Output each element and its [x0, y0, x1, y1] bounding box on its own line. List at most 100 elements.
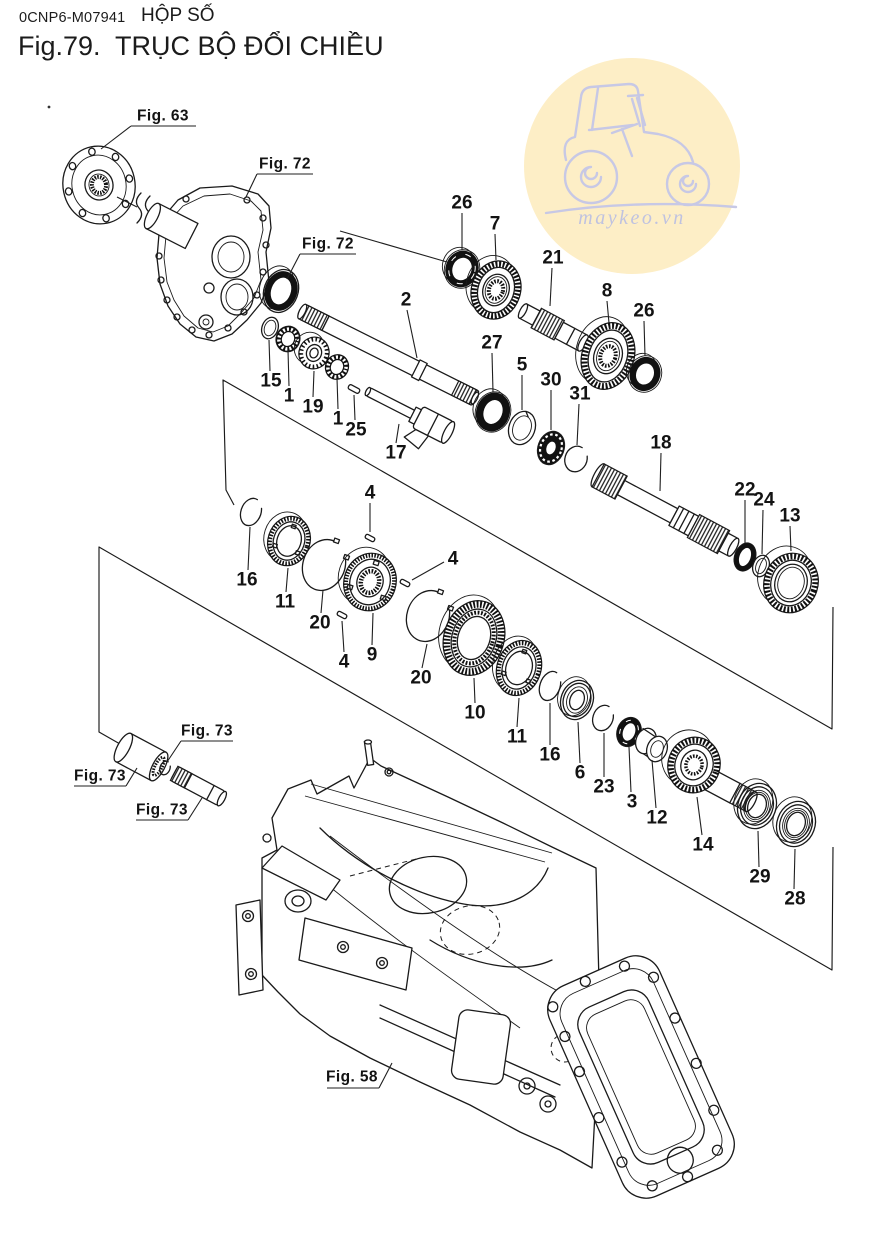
snap-ring-fig73 — [159, 760, 171, 776]
callout-label-19: 19 — [302, 397, 323, 418]
document-code: 0CNP6-M07941 — [19, 10, 126, 26]
callout-label-16: 16 — [236, 570, 257, 591]
callout-label-16: 16 — [539, 745, 560, 766]
pin-4a — [364, 533, 376, 543]
bearing-29 — [733, 778, 778, 830]
fig-ref-leader-5 — [125, 767, 138, 787]
callout-label-29: 29 — [749, 867, 770, 888]
callout-label-11: 11 — [275, 592, 296, 613]
watermark-text: maykeo.vn — [578, 207, 685, 229]
callout-label-9: 9 — [367, 645, 378, 666]
fig-ref-label-5: Fig. 73 — [74, 768, 126, 785]
shaft-18 — [590, 463, 740, 557]
housing-fig58 — [235, 739, 735, 1199]
callout-leader-28 — [793, 848, 796, 890]
snap-ring-23 — [591, 704, 615, 732]
callout-leader-1 — [287, 349, 290, 387]
callout-label-4: 4 — [365, 483, 376, 504]
callout-leader-16 — [247, 526, 251, 571]
callout-leader-26 — [643, 320, 646, 357]
watermark: maykeo.vn — [524, 58, 740, 274]
tractor-icon — [544, 82, 738, 215]
synchro-hub-9 — [337, 546, 397, 612]
callout-label-2: 2 — [401, 290, 412, 311]
clutch-ring-10 — [438, 594, 506, 676]
fig-ref-label-6: Fig. 73 — [136, 802, 188, 819]
fig-ref-leader-1 — [100, 125, 132, 150]
fig-ref-label-2: Fig. 72 — [259, 156, 311, 173]
callout-leader-25 — [353, 394, 356, 421]
shaft-21 — [517, 303, 589, 352]
callout-label-3: 3 — [627, 792, 638, 813]
fig-ref-leader-7 — [378, 1062, 393, 1089]
flange-fig63 — [62, 145, 136, 225]
snap-ring-31 — [564, 445, 588, 473]
bearing-1a — [275, 325, 301, 353]
bearing-26a — [441, 246, 481, 289]
callout-leader-29 — [757, 830, 760, 868]
callout-label-21: 21 — [542, 248, 564, 269]
gear-7 — [465, 255, 522, 320]
callout-label-22: 22 — [734, 480, 755, 501]
pin-25 — [347, 384, 361, 394]
callout-label-1: 1 — [333, 409, 344, 430]
callout-leader-21 — [549, 267, 553, 307]
callout-label-12: 12 — [646, 808, 667, 829]
callout-label-7: 7 — [490, 214, 501, 235]
callout-layer: 2672182622753031182224131511912517161120… — [236, 193, 805, 910]
callout-label-4: 4 — [339, 652, 350, 673]
callout-leader-11 — [285, 567, 289, 593]
callout-label-27: 27 — [481, 333, 502, 354]
callout-leader-3 — [628, 746, 632, 793]
callout-leader-1 — [336, 377, 339, 410]
bearing-6 — [557, 676, 595, 721]
callout-leader-2 — [406, 309, 418, 359]
group-boundary-upper — [222, 379, 834, 730]
callout-label-5: 5 — [517, 355, 528, 376]
callout-leader-12 — [651, 759, 657, 809]
watermark-circle — [524, 58, 740, 274]
bearing-1b — [324, 354, 350, 380]
washer-15 — [260, 316, 280, 340]
callout-label-25: 25 — [345, 420, 367, 441]
callout-label-17: 17 — [385, 443, 406, 464]
pin-4b — [399, 578, 411, 588]
fig-ref-label-4: Fig. 73 — [181, 723, 233, 740]
callout-leader-31 — [576, 403, 580, 446]
callout-label-1: 1 — [284, 386, 295, 407]
bearing-26b — [625, 352, 663, 393]
callout-label-20: 20 — [309, 613, 330, 634]
synchro-ring-11b — [492, 635, 543, 697]
callout-leader-4 — [341, 620, 345, 653]
callout-label-10: 10 — [464, 703, 485, 724]
callout-label-14: 14 — [692, 835, 714, 856]
fig-ref-leader-2 — [245, 173, 258, 198]
assembly-line — [339, 230, 448, 263]
callout-label-6: 6 — [575, 763, 586, 784]
washer-5 — [507, 410, 537, 446]
fig-ref-leader-6 — [187, 797, 203, 821]
callout-label-18: 18 — [650, 433, 671, 454]
group-boundary-lower — [98, 546, 834, 971]
shaft-fig73 — [169, 765, 228, 807]
callout-leader-24 — [761, 509, 764, 555]
figure-reference-layer: Fig. 63 Fig. 72 Fig. 72 Fig. 73 Fig. 73 Fig. … — [74, 108, 393, 1089]
callout-leader-6 — [577, 721, 581, 764]
callout-label-31: 31 — [569, 384, 591, 405]
callout-leader-20 — [320, 589, 324, 614]
callout-leader-4 — [411, 561, 445, 581]
callout-leader-13 — [789, 525, 792, 552]
pin-4c — [336, 610, 348, 620]
gear-8 — [575, 316, 636, 390]
bushing-fig73 — [113, 732, 169, 782]
fig-ref-label-3: Fig. 72 — [302, 236, 354, 253]
fig-ref-label-1: Fig. 63 — [137, 108, 189, 125]
callout-label-20: 20 — [410, 668, 431, 689]
gear-13 — [757, 545, 819, 614]
callout-label-13: 13 — [779, 506, 800, 527]
callout-leader-17 — [395, 423, 400, 444]
fig-ref-label-7: Fig. 58 — [326, 1069, 378, 1086]
shifter-shaft-17 — [364, 386, 456, 450]
gear-shaft-14 — [661, 729, 758, 813]
